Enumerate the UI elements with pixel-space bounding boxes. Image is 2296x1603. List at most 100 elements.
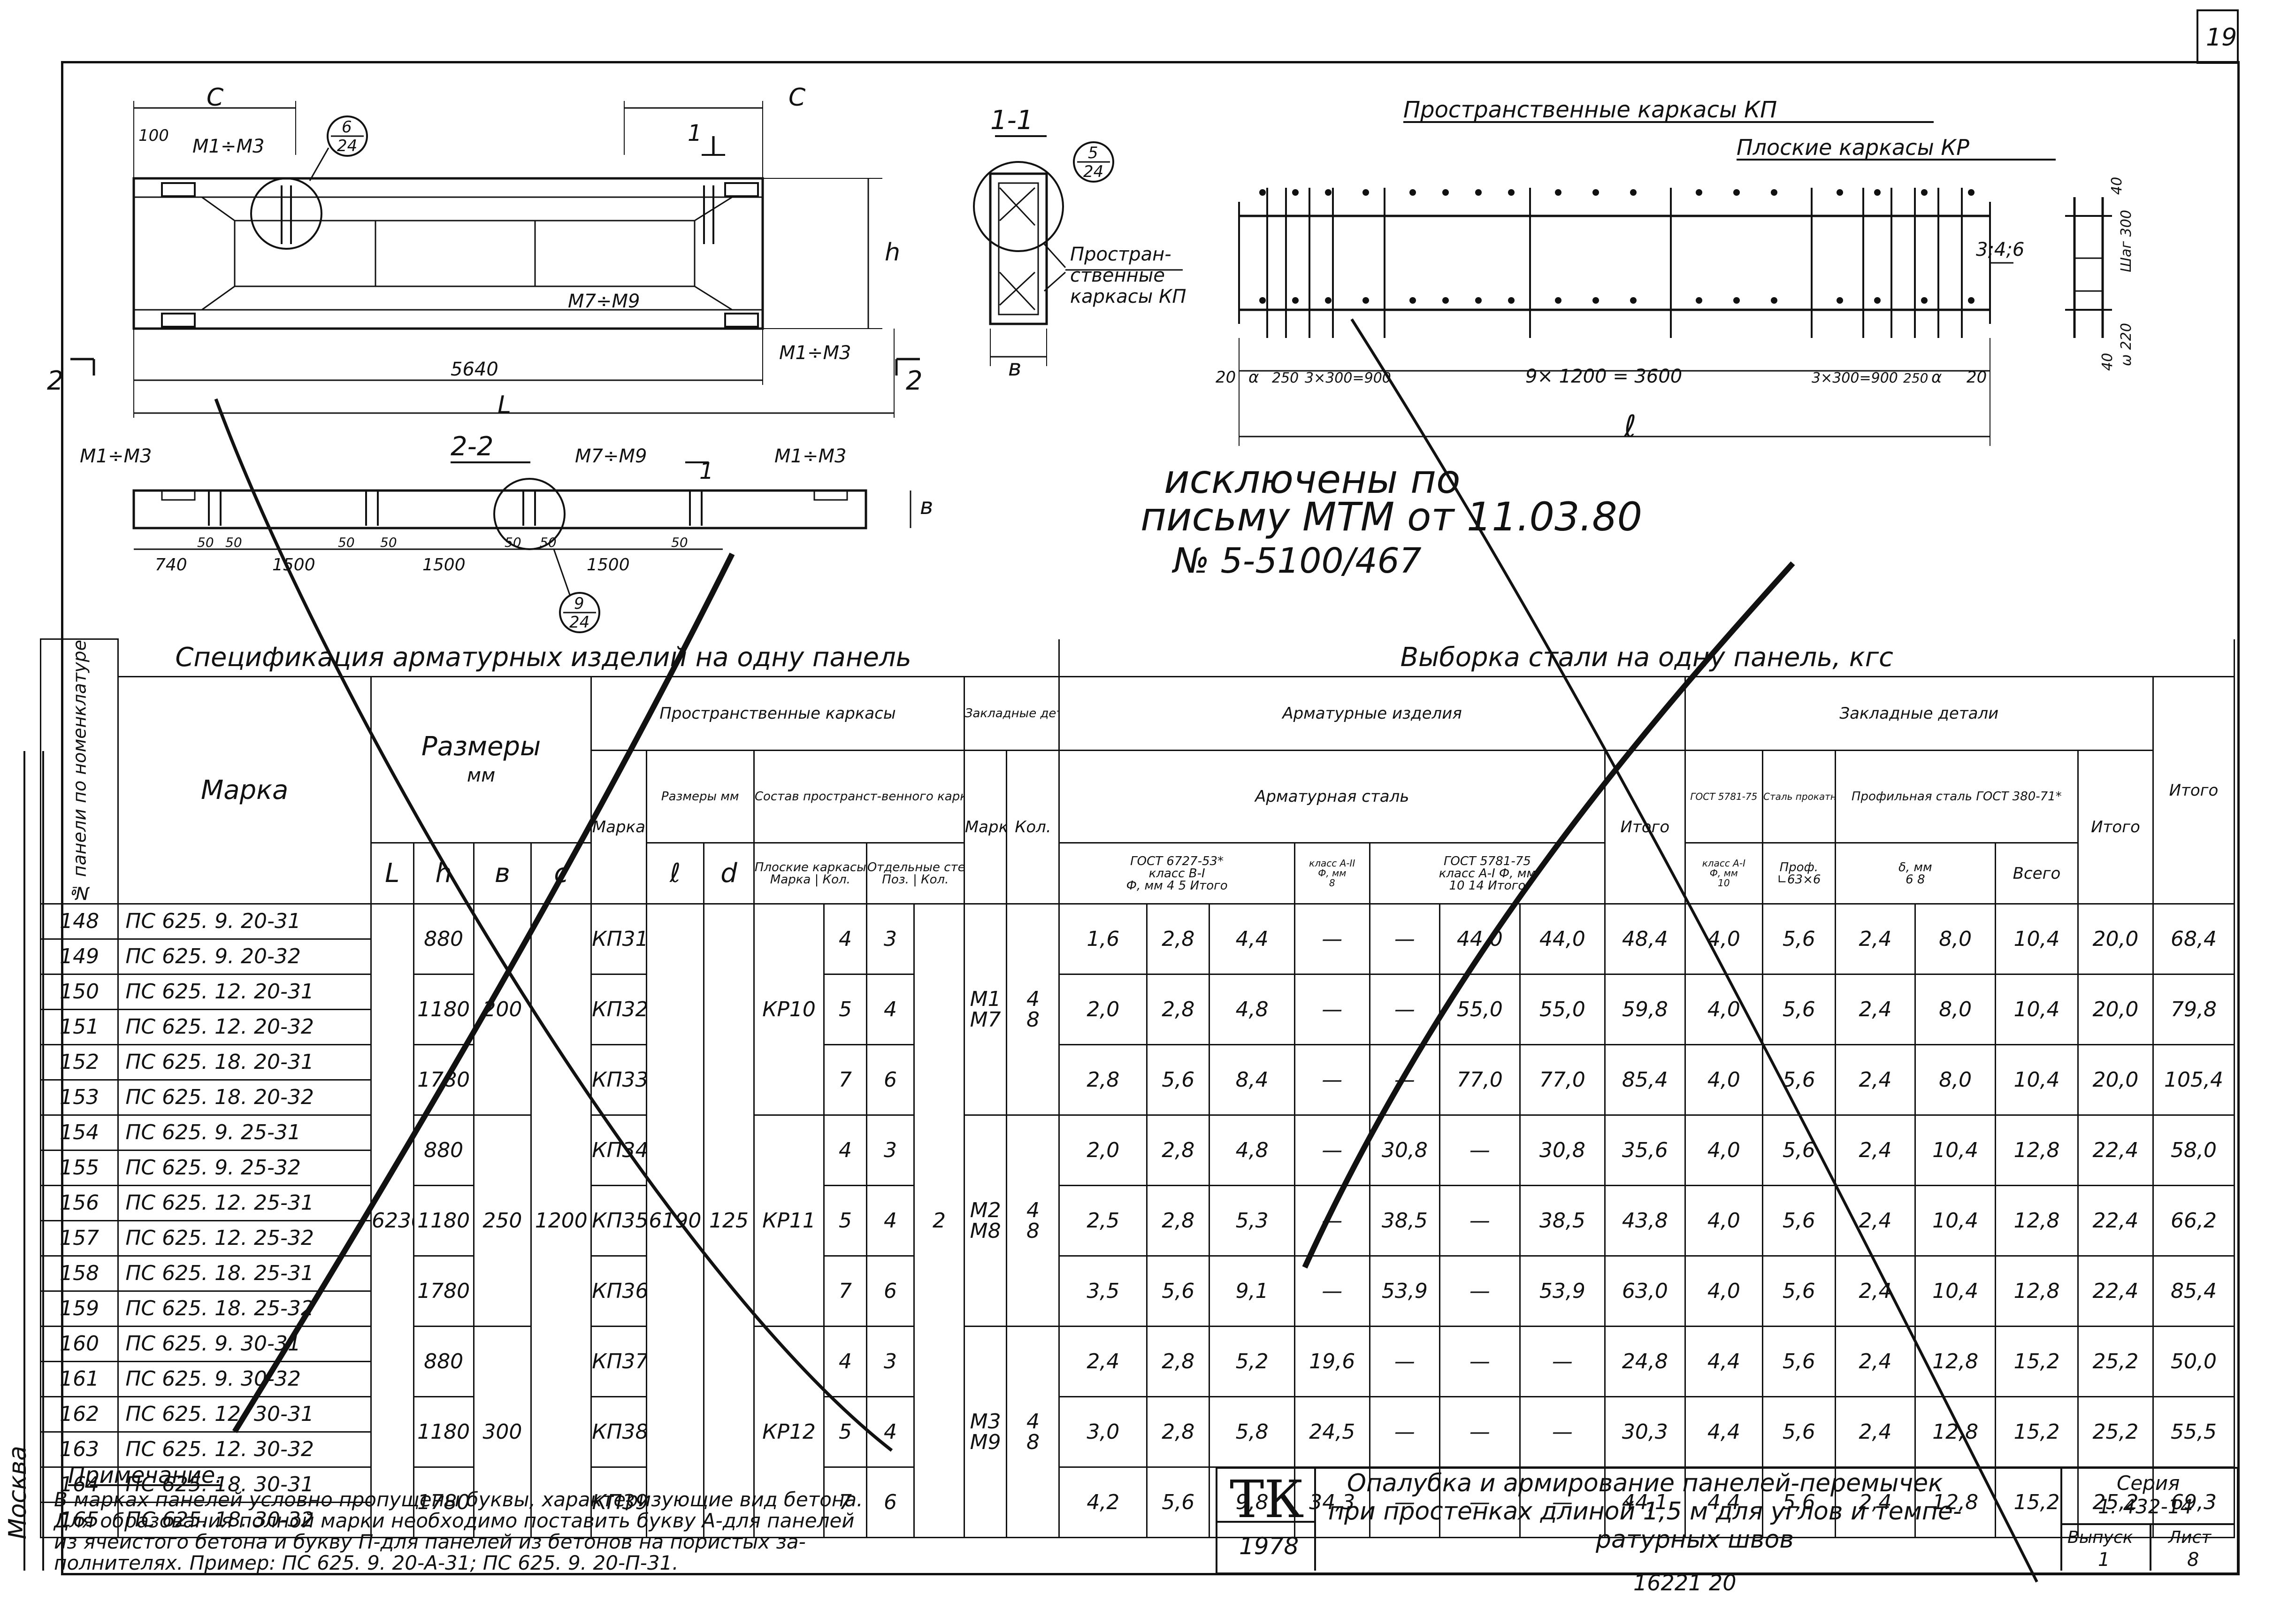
cell-it2: 44,0 — [1519, 903, 1606, 975]
cell-it5: 25,2 — [2077, 1326, 2154, 1398]
cell-a10: — — [1369, 1396, 1441, 1468]
cell-num: 161 — [39, 1361, 119, 1398]
cell-a10: — — [1369, 903, 1441, 975]
cell-d8: 12,8 — [1914, 1326, 1996, 1398]
title-block-div-5 — [1216, 1521, 1316, 1523]
label-9-24-bottom: 24 — [569, 613, 589, 632]
cell-a8: — — [1293, 903, 1370, 975]
cell-mark: ПС 625. 18. 20-32 — [117, 1079, 372, 1116]
cell-g10: 4,0 — [1684, 1044, 1764, 1116]
tk-logo: ТК — [1230, 1469, 1304, 1529]
cell-it5: 22,4 — [2077, 1255, 2154, 1327]
col-header-itogo4: Итого — [2077, 750, 2154, 905]
left-margin-word: Москва — [4, 1446, 32, 1540]
cell-it2: 38,5 — [1519, 1185, 1606, 1257]
cell-f4: 2,5 — [1058, 1185, 1148, 1257]
note-line-4: полнителях. Пример: ПС 625. 9. 20-А-31; … — [54, 1551, 679, 1574]
cell-a10: — — [1369, 974, 1441, 1046]
cell-g10: 4,4 — [1684, 1326, 1764, 1398]
zakl-mark-1: М2 — [970, 1198, 1001, 1222]
note-line-2: Для образования полной марки необходимо … — [54, 1509, 855, 1532]
cell-d8: 8,0 — [1914, 1044, 1996, 1116]
cell-kr-kol: 7 — [823, 1044, 867, 1116]
label-L: L — [497, 391, 511, 419]
label-section-2-2: 2-2 — [451, 431, 493, 462]
cell-a10: 30,8 — [1369, 1114, 1441, 1187]
cell-d6: 2,4 — [1834, 1185, 1916, 1257]
cell-vs: 68,4 — [2152, 903, 2235, 975]
cell-vs: 58,0 — [2152, 1114, 2235, 1187]
cell-g10: 4,0 — [1684, 903, 1764, 975]
seria-value: 1. 432-14 — [2098, 1495, 2193, 1518]
label-prostr-1: Простран- — [1070, 244, 1171, 265]
title-line-3: ратурных швов — [1596, 1526, 1794, 1554]
cell-d6: 2,4 — [1834, 1044, 1916, 1116]
cell-kr-kol: 7 — [823, 1466, 867, 1539]
cell-it4: 10,4 — [1994, 903, 2079, 975]
label-50-7: 50 — [671, 535, 688, 550]
cell-f4: 1,6 — [1058, 903, 1148, 975]
label-h: h — [885, 238, 900, 267]
label-kp-title: Пространственные каркасы КП — [1403, 97, 1777, 123]
cell-g10: 4,0 — [1684, 1185, 1764, 1257]
cell-otd-kol: 6 — [865, 1255, 915, 1327]
cell-mark: ПС 625. 12. 25-32 — [117, 1220, 372, 1257]
note-line-3: из ячеистого бетона и букву П-для панеле… — [54, 1530, 806, 1553]
label-m1m3-d: М1÷М3 — [774, 445, 846, 467]
label-b-section: в — [1008, 355, 1021, 381]
cell-it1: 5,8 — [1209, 1396, 1295, 1468]
cell-f5: 5,6 — [1146, 1044, 1210, 1116]
title-block-div-2 — [2060, 1467, 2062, 1571]
col-header-sostav: Состав пространст-венного каркаса — [753, 750, 965, 844]
cell-kp-mark: КП34 — [590, 1114, 647, 1187]
cell-num: 163 — [39, 1431, 119, 1468]
label-kr-title: Плоские каркасы КР — [1737, 135, 1969, 160]
cell-f4: 4,2 — [1058, 1466, 1148, 1539]
col-header-stal: Сталь прокатная ГОСТ 8509-72 — [1762, 750, 1836, 844]
cell-f5: 5,6 — [1146, 1466, 1210, 1539]
cell-a10: — — [1369, 1044, 1441, 1116]
label-c-right: C — [788, 84, 806, 112]
cell-vs: 55,5 — [2152, 1396, 2235, 1468]
cell-kr-kol: 4 — [823, 1114, 867, 1187]
cell-num: 157 — [39, 1220, 119, 1257]
cell-it3: 48,4 — [1604, 903, 1686, 975]
handwritten-line-3: № 5-5100/467 — [1171, 541, 1422, 581]
cell-it4: 10,4 — [1994, 1044, 2079, 1116]
label-m1m3-c: М1÷М3 — [80, 445, 152, 467]
cell-a8: 24,5 — [1293, 1396, 1370, 1468]
zakl-kol-2: 8 — [1026, 1430, 1040, 1454]
cell-vs: 50,0 — [2152, 1326, 2235, 1398]
label-50-4: 50 — [380, 535, 397, 550]
label-1500-2: 1500 — [422, 555, 466, 575]
cell-it3: 24,8 — [1604, 1326, 1686, 1398]
cell-d: 125 — [703, 903, 755, 1539]
cell-d6: 2,4 — [1834, 1114, 1916, 1187]
col-header-otd: Отдельные стержниПоз. | Кол. — [865, 842, 965, 905]
cell-it5: 20,0 — [2077, 974, 2154, 1046]
label-5640: 5640 — [451, 359, 498, 380]
title-block-div-3 — [2060, 1523, 2235, 1525]
cell-it1: 4,8 — [1209, 1114, 1295, 1187]
cell-a8: — — [1293, 1044, 1370, 1116]
label-ratio: 3;4;6 — [1976, 239, 2024, 261]
label-m1m3-a: М1÷М3 — [192, 136, 264, 157]
label-m7m9-a: М7÷М9 — [568, 291, 640, 312]
cell-num: 148 — [39, 903, 119, 940]
col-header-zd: Закладные детали — [1684, 675, 2154, 752]
col-header-prof: Проф.∟63×6 — [1762, 842, 1836, 905]
zakl-kol-2: 8 — [1026, 1007, 1040, 1032]
col-header-zakl-mark: Марка — [963, 750, 1008, 905]
label-d20a: 20 — [1216, 368, 1236, 387]
title-line-1: Опалубка и армирование панелей-перемычек — [1347, 1469, 1943, 1497]
label-d250a: 250 — [1272, 370, 1299, 386]
cell-kp-mark: КП37 — [590, 1326, 647, 1398]
cell-it1: 9,8 — [1209, 1466, 1295, 1539]
cell-otd-poz: 2 — [913, 903, 965, 1539]
cell-l: 6190 — [645, 903, 705, 1539]
col-header-L: L — [370, 842, 414, 905]
